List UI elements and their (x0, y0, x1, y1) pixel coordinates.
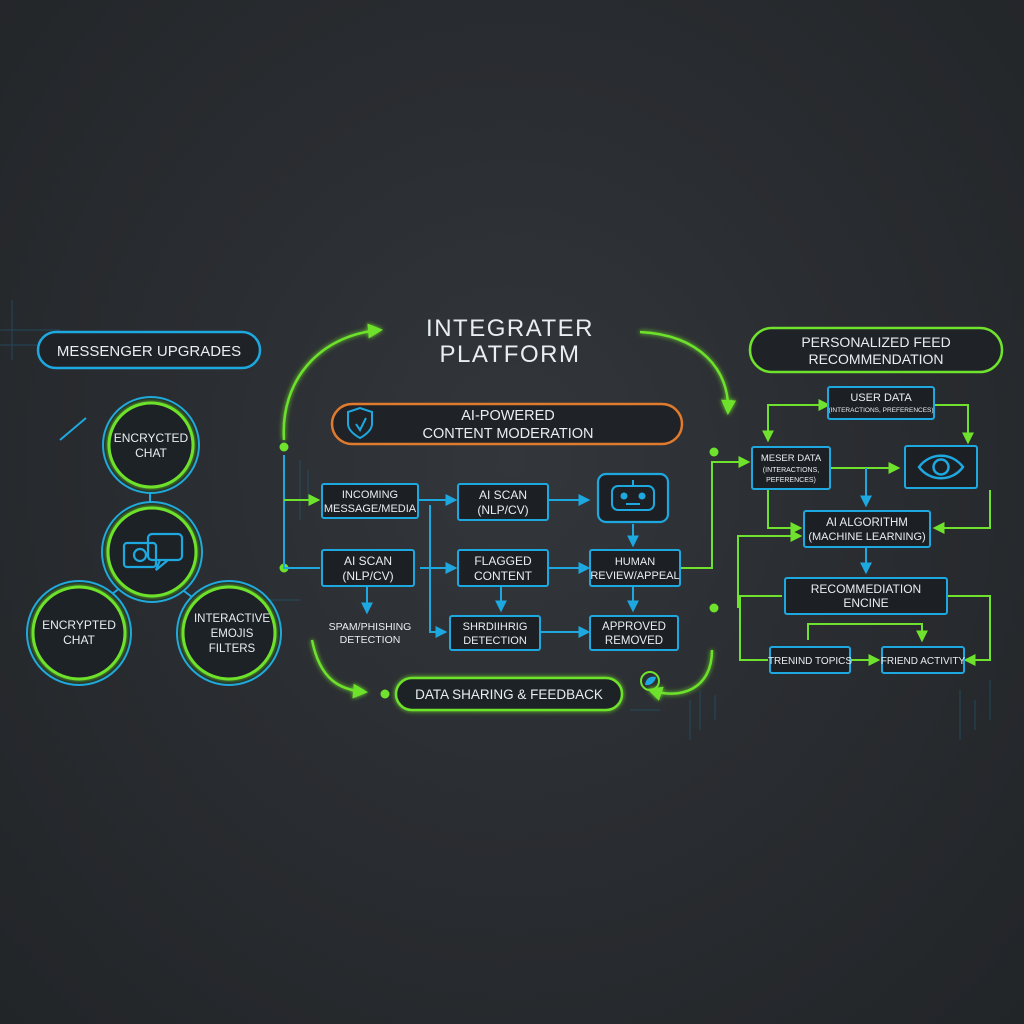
ai-scan-left-node: AI SCAN (NLP/CV) (321, 549, 415, 587)
user-data-line-2: (INTERACTIONS, PREFERENCES) (828, 407, 933, 414)
top-circle-line-1: ENCRYCTED (114, 431, 189, 445)
trending-topics-node: TRENIND TOPICS (768, 646, 852, 674)
spam-line-2: DETECTION (340, 634, 401, 646)
shield-icon (347, 406, 373, 440)
left-circle-line-1: ENCRYPTED (42, 618, 116, 632)
moderation-header-line-1: AI-POWERED (461, 408, 554, 424)
scan-top-line-1: AI SCAN (479, 488, 527, 502)
approved-removed-node: APPROVED REMOVED (589, 615, 679, 651)
human-line-2: REVIEW/APPEAL (590, 570, 679, 582)
friend-label: FRIEND ACTIVITY (881, 656, 966, 667)
user-data-line-1: USER DATA (850, 392, 912, 404)
scan-left-line-2: (NLP/CV) (342, 569, 393, 583)
meser-line-2: (INTERACTIONS, (763, 467, 819, 474)
friend-activity-node: FRIEND ACTIVITY (881, 646, 966, 674)
meser-data-node: MESER DATA (INTERACTIONS, PEFERENCES) (751, 446, 831, 490)
recommendation-engine-node: RECOMMEDIATION ENCINE (784, 577, 948, 615)
feed-header-pill (748, 326, 1004, 374)
user-data-node: USER DATA (INTERACTIONS, PREFERENCES) (827, 386, 935, 420)
platform-title: INTEGRATER PLATFORM (426, 315, 594, 368)
trending-label: TRENIND TOPICS (768, 656, 852, 667)
messenger-header-pill (36, 330, 262, 370)
leaf-icon (640, 671, 660, 691)
approved-line-2: REMOVED (605, 635, 663, 647)
incoming-line-2: MESSAGE/MEDIA (324, 503, 417, 515)
human-review-node: HUMAN REVIEW/APPEAL (589, 549, 681, 587)
moderation-section: AI-POWERED CONTENT MODERATION INCOMING M… (283, 402, 751, 651)
feed-section: PERSONALIZED FEED RECOMMENDATION USER DA… (737, 326, 1004, 674)
moderation-header-line-2: CONTENT MODERATION (422, 426, 593, 442)
feedback-pill (394, 676, 624, 712)
messenger-header: MESSENGER UPGRADES (57, 343, 241, 360)
junction-dots (279, 442, 719, 699)
flagged-line-2: CONTENT (474, 569, 533, 583)
title-flow-arrows (282, 323, 737, 701)
meser-line-1: MESER DATA (761, 453, 822, 464)
right-circle-line-3: FILTERS (209, 643, 256, 655)
left-circle-line-2: CHAT (63, 633, 95, 647)
messenger-section: MESSENGER UPGRADES ENCRYCTED CHAT (26, 330, 282, 686)
scan-left-line-1: AI SCAN (344, 554, 392, 568)
title-line-2: PLATFORM (440, 341, 581, 368)
encrypted-chat-left-node: ENCRYPTED CHAT (26, 580, 132, 686)
interactive-emojis-node: INTERACTIVE EMOJIS FILTERS (176, 580, 282, 686)
flagged-line-1: FLAGGED (474, 554, 532, 568)
spam-detection-node: SPAM/PHISHING DETECTION (329, 621, 412, 646)
moderation-header-pill (330, 402, 684, 446)
algorithm-line-1: AI ALGORITHM (826, 517, 908, 529)
ai-algorithm-node: AI ALGORITHM (MACHINE LEARNING) (803, 510, 931, 548)
encrypted-chat-top-node: ENCRYCTED CHAT (102, 396, 200, 494)
incoming-message-node: INCOMING MESSAGE/MEDIA (321, 483, 419, 519)
algorithm-line-2: (MACHINE LEARNING) (808, 531, 925, 543)
shredding-detection-node: SHRDIIHRIG DETECTION (449, 615, 541, 651)
human-line-1: HUMAN (615, 556, 655, 568)
spam-line-1: SPAM/PHISHING (329, 621, 412, 633)
approved-line-1: APPROVED (602, 621, 666, 633)
feed-header-line-1: PERSONALIZED FEED (801, 334, 950, 350)
shredding-line-1: SHRDIIHRIG (463, 621, 528, 633)
meser-line-3: PEFERENCES) (766, 477, 816, 484)
engine-line-2: ENCINE (843, 596, 888, 610)
scan-top-line-2: (NLP/CV) (477, 503, 528, 517)
robot-icon (596, 472, 670, 524)
title-line-1: INTEGRATER (426, 315, 594, 342)
shredding-line-2: DETECTION (463, 635, 527, 647)
engine-line-1: RECOMMEDIATION (811, 582, 921, 596)
feedback-label: DATA SHARING & FEEDBACK (415, 687, 603, 702)
messenger-center-node (101, 501, 203, 603)
top-circle-line-2: CHAT (135, 446, 167, 460)
eye-icon (904, 445, 978, 489)
flagged-content-node: FLAGGED CONTENT (457, 549, 549, 587)
feedback-section: DATA SHARING & FEEDBACK (394, 671, 660, 712)
right-circle-line-2: EMOJIS (211, 628, 254, 640)
right-circle-line-1: INTERACTIVE (194, 613, 270, 625)
feed-header-line-2: RECOMMENDATION (808, 351, 943, 367)
ai-scan-top-node: AI SCAN (NLP/CV) (457, 483, 549, 521)
incoming-line-1: INCOMING (342, 489, 398, 501)
camera-chat-icon (122, 532, 184, 571)
